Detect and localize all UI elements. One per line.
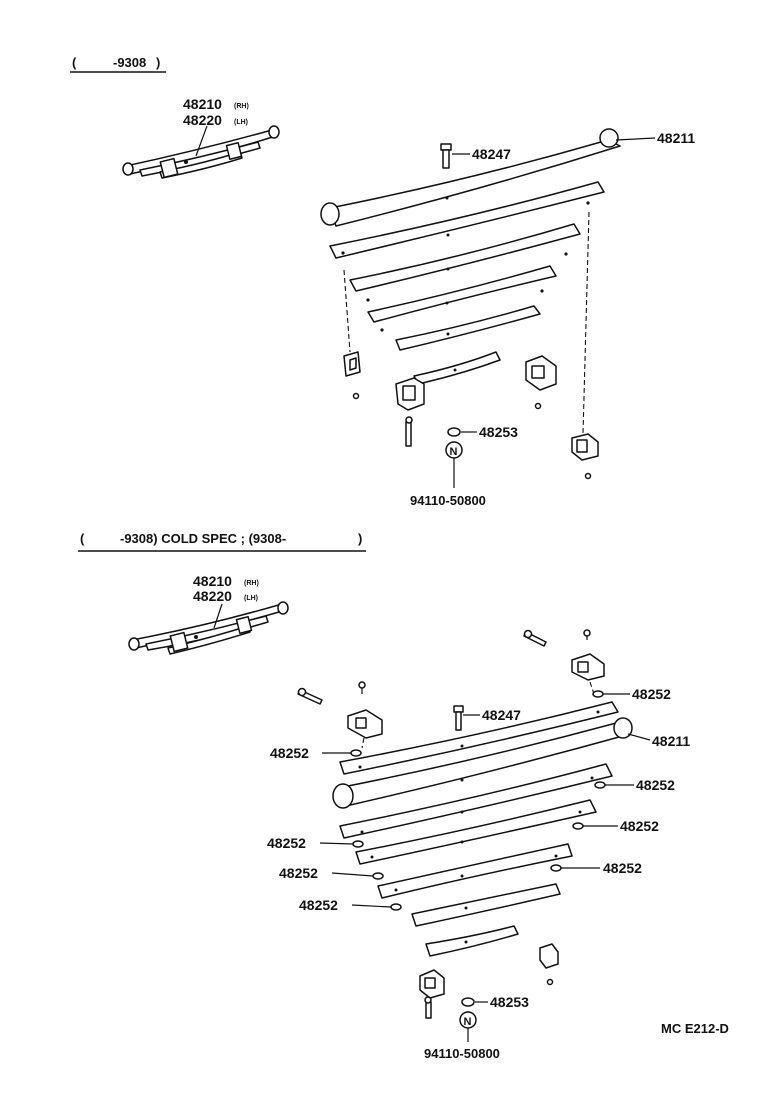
insert-disc-2[interactable]: [350, 749, 362, 757]
top-nut-right[interactable]: [583, 629, 591, 640]
assembly-rh-suffix-1: (RH): [234, 103, 249, 110]
leaf-stack-1[interactable]: [320, 128, 621, 385]
assembly-rh-suffix-2: (RH): [244, 580, 259, 587]
assembly-leader-2: [213, 603, 223, 629]
clip-top-right[interactable]: [571, 653, 605, 681]
section-2-header-close: ): [358, 531, 362, 546]
section-2-header-date: -9308) COLD SPEC ; (9308-: [120, 531, 286, 546]
guide-line-2b: [361, 737, 365, 749]
clip-large[interactable]: [395, 377, 425, 411]
insert-label-6: 48252: [603, 860, 642, 876]
assembly-lh-suffix-2: (LH): [244, 595, 258, 602]
clip-part-right[interactable]: [525, 355, 557, 391]
bolt-small[interactable]: [352, 392, 360, 400]
nut-symbol-letter-2: N: [464, 1016, 472, 1028]
assembly-rh-label-2: 48210: [193, 573, 232, 589]
leaf-main-label-2: 48211: [652, 733, 690, 749]
clip-right-lower[interactable]: [571, 433, 599, 461]
insert-label-3: 48252: [636, 777, 675, 793]
figure-code: MC E212-D: [661, 1021, 729, 1036]
section-2: ( -9308) COLD SPEC ; (9308- ) 48210 (RH)…: [78, 531, 690, 1061]
clip-part[interactable]: [343, 351, 361, 377]
insert-disc-6[interactable]: [550, 864, 562, 872]
insert-disc-8[interactable]: [390, 903, 402, 911]
spring-assembly-thumbnail-1[interactable]: [122, 125, 280, 179]
insert-label-2: 48252: [270, 745, 309, 761]
insert-disc-7[interactable]: [372, 872, 384, 880]
center-bolt-label-1: 48247: [472, 146, 511, 162]
top-nut-left[interactable]: [358, 681, 366, 694]
section-2-header-open: (: [80, 531, 85, 546]
insert-label-1: 48252: [632, 686, 671, 702]
nut-lower-right[interactable]: [546, 978, 554, 986]
u-bolt-lower[interactable]: [405, 416, 413, 447]
leaf-main-leader-1: [615, 137, 656, 141]
nut-label-2: 94110-50800: [424, 1046, 500, 1061]
insert-leader-7: [331, 872, 374, 877]
section-1: ( -9308 ) 48210 (RH) 48220 (LH): [70, 55, 695, 508]
center-bolt-2[interactable]: [453, 705, 464, 731]
insert-label-4: 48252: [620, 818, 659, 834]
guide-line-1a: [343, 269, 351, 353]
nut-symbol-letter-1: N: [450, 446, 458, 458]
top-bolt-left[interactable]: [297, 687, 323, 705]
bolt-small-right[interactable]: [534, 402, 542, 410]
nut-symbol-2[interactable]: N: [459, 1011, 477, 1029]
clip-lower-left[interactable]: [419, 969, 445, 999]
bolt-lower-left[interactable]: [424, 996, 432, 1019]
spacer-2[interactable]: [461, 997, 475, 1007]
assembly-leader-1: [195, 125, 208, 157]
center-bolt-1[interactable]: [440, 143, 452, 169]
leaf-main-label-1: 48211: [657, 130, 695, 146]
clip-lower-right[interactable]: [539, 943, 559, 969]
nut-symbol-1[interactable]: N: [445, 441, 463, 459]
section-1-header-date: -9308: [113, 55, 146, 70]
spacer-label-2: 48253: [490, 994, 529, 1010]
insert-label-8: 48252: [299, 897, 338, 913]
spacer-label-1: 48253: [479, 424, 518, 440]
insert-label-7: 48252: [279, 865, 318, 881]
insert-disc-4[interactable]: [572, 822, 584, 830]
assembly-lh-suffix-1: (LH): [234, 119, 248, 126]
section-1-header-open: (: [72, 55, 77, 70]
assembly-lh-label-2: 48220: [193, 588, 232, 604]
assembly-lh-label-1: 48220: [183, 112, 222, 128]
insert-label-5: 48252: [267, 835, 306, 851]
insert-leader-8: [351, 904, 392, 908]
spring-assembly-thumbnail-2[interactable]: [128, 601, 289, 655]
center-bolt-label-2: 48247: [482, 707, 521, 723]
bolt-small-lower[interactable]: [584, 472, 592, 480]
assembly-rh-label-1: 48210: [183, 96, 222, 112]
insert-leader-5: [319, 842, 354, 845]
top-bolt-right[interactable]: [523, 629, 547, 647]
leaf-main-leader-2: [627, 733, 651, 741]
clip-top-left[interactable]: [347, 709, 383, 739]
insert-disc-3[interactable]: [594, 781, 606, 789]
guide-line-1b: [582, 211, 590, 435]
spacer-1[interactable]: [447, 427, 461, 437]
insert-disc-1[interactable]: [592, 690, 604, 698]
leaf-stack-2[interactable]: [332, 701, 633, 957]
insert-disc-5[interactable]: [352, 840, 364, 848]
nut-label-1: 94110-50800: [410, 493, 486, 508]
section-1-header-close: ): [156, 55, 160, 70]
